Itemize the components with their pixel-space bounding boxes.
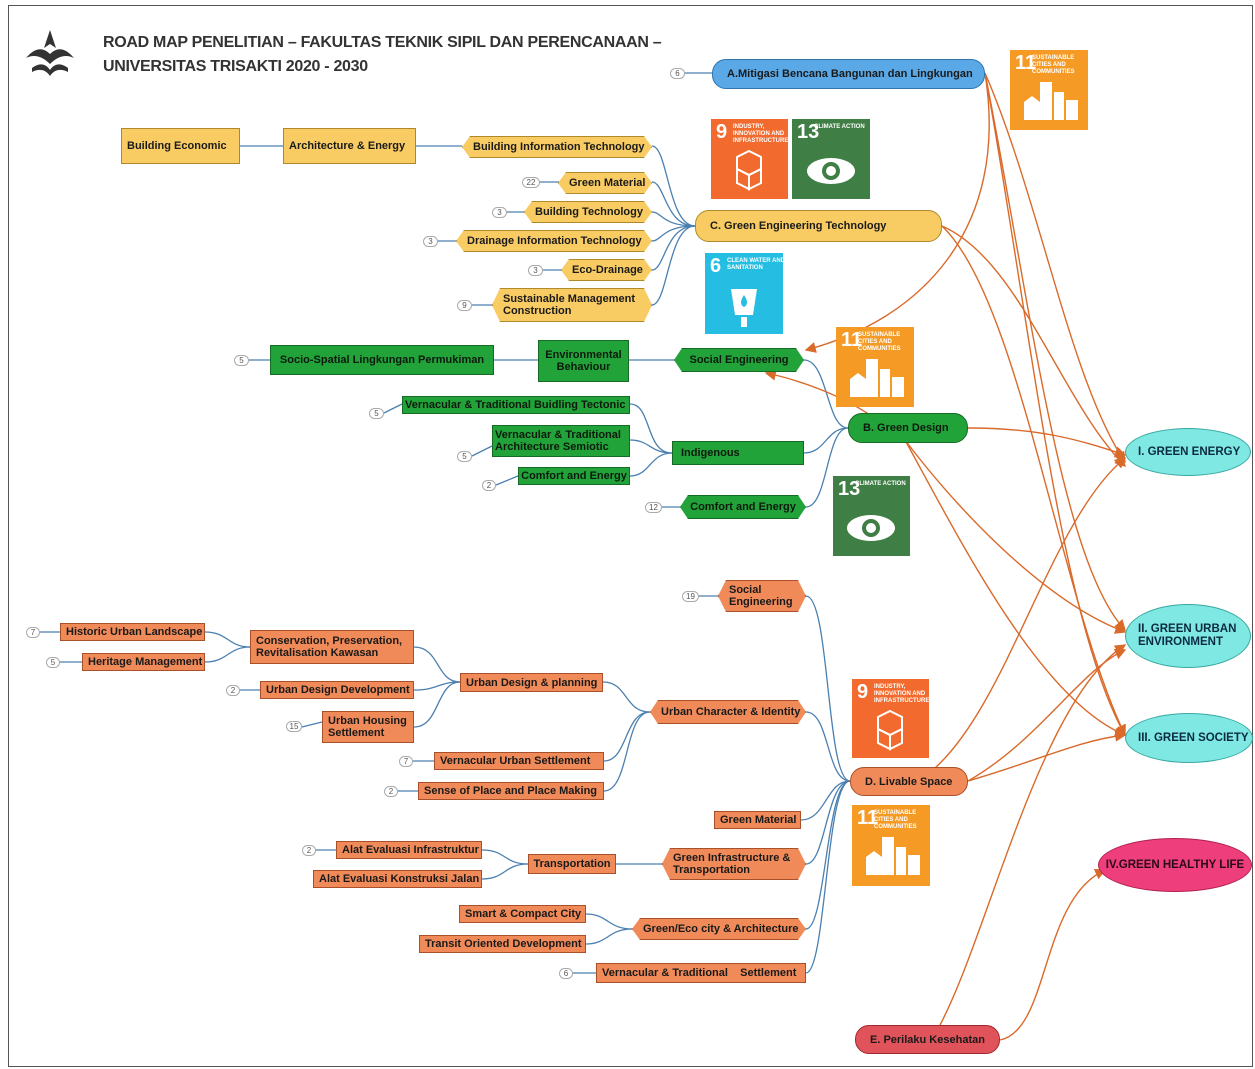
title-line-1: ROAD MAP PENELITIAN – FAKULTAS TEKNIK SI… — [103, 34, 662, 51]
count-badge: 6 — [670, 68, 685, 79]
node-transit-oriented-development[interactable]: Transit Oriented Development — [419, 935, 586, 953]
node-comfort-and-energy[interactable]: Comfort and Energy — [680, 495, 806, 519]
node-a-mitigasi-bencana[interactable]: A.Mitigasi Bencana Bangunan dan Lingkung… — [712, 59, 985, 89]
node-comfort-and-energy-small[interactable]: Comfort and Energy — [518, 467, 630, 485]
node-drainage-information-technology[interactable]: Drainage Information Technology — [456, 230, 652, 252]
count-badge: 5 — [457, 451, 472, 462]
count-badge: 9 — [457, 300, 472, 311]
node-building-information-technology[interactable]: Building Information Technology — [462, 136, 652, 158]
node-b-green-design[interactable]: B. Green Design — [848, 413, 968, 443]
node-urban-design-development[interactable]: Urban Design Development — [260, 681, 414, 699]
node-sustainable-management-construction[interactable]: Sustainable Management Construction — [492, 288, 652, 322]
title-line-2: UNIVERSITAS TRISAKTI 2020 - 2030 — [103, 58, 368, 75]
node-green-infrastructure-transportation[interactable]: Green Infrastructure & Transportation — [662, 848, 806, 880]
node-green-eco-city[interactable]: Green/Eco city & Architecture — [632, 918, 806, 940]
count-badge: 5 — [234, 355, 249, 366]
count-badge: 3 — [423, 236, 438, 247]
node-smart-compact-city[interactable]: Smart & Compact City — [459, 905, 586, 923]
node-alat-evaluasi-infrastruktur[interactable]: Alat Evaluasi Infrastruktur — [336, 841, 482, 859]
node-green-material-orange[interactable]: Green Material — [714, 811, 801, 829]
trisakti-logo — [26, 30, 74, 76]
node-urban-character-identity[interactable]: Urban Character & Identity — [650, 700, 806, 724]
count-badge: 22 — [522, 177, 540, 188]
count-badge: 15 — [286, 721, 302, 732]
count-badge: 2 — [482, 480, 496, 491]
node-conservation-preservation[interactable]: Conservation, Preservation, Revitalisati… — [250, 630, 414, 664]
count-badge: 2 — [226, 685, 240, 696]
node-alat-evaluasi-konstruksi-jalan[interactable]: Alat Evaluasi Konstruksi Jalan — [313, 870, 482, 888]
node-c-green-engineering-technology[interactable]: C. Green Engineering Technology — [695, 210, 942, 242]
node-building-technology[interactable]: Building Technology — [524, 201, 652, 223]
outcome-green-society[interactable]: III. GREEN SOCIETY — [1125, 713, 1253, 763]
count-badge: 19 — [682, 591, 699, 602]
node-indigenous[interactable]: Indigenous — [672, 441, 804, 465]
count-badge: 2 — [384, 786, 398, 797]
count-badge: 7 — [399, 756, 413, 767]
node-vernacular-traditional-settlement[interactable]: Vernacular & Traditional Settlement — [596, 963, 806, 983]
diagram-frame — [8, 5, 1253, 1067]
outcome-green-energy[interactable]: I. GREEN ENERGY — [1125, 428, 1251, 476]
node-vernacular-traditional-architecture-semiotic[interactable]: Vernacular & Traditional Architecture Se… — [492, 425, 630, 457]
node-green-material[interactable]: Green Material — [558, 172, 652, 194]
count-badge: 6 — [559, 968, 573, 979]
count-badge: 2 — [302, 845, 316, 856]
node-vernacular-traditional-building-tectonic[interactable]: Vernacular & Traditional Buidling Tecton… — [402, 396, 630, 414]
node-e-perilaku-kesehatan[interactable]: E. Perilaku Kesehatan — [855, 1025, 1000, 1054]
count-badge: 7 — [26, 627, 40, 638]
node-eco-drainage[interactable]: Eco-Drainage — [561, 259, 652, 281]
node-urban-design-planning[interactable]: Urban Design & planning — [460, 673, 603, 692]
count-badge: 3 — [492, 207, 507, 218]
count-badge: 5 — [46, 657, 60, 668]
node-sense-of-place[interactable]: Sense of Place and Place Making — [418, 782, 604, 800]
node-environmental-behaviour[interactable]: Environmental Behaviour — [538, 340, 629, 382]
node-transportation[interactable]: Transportation — [528, 854, 616, 874]
node-socio-spatial-lingkungan[interactable]: Socio-Spatial Lingkungan Permukiman — [270, 345, 494, 375]
node-heritage-management[interactable]: Heritage Management — [82, 653, 205, 671]
node-vernacular-urban-settlement[interactable]: Vernacular Urban Settlement — [434, 752, 604, 770]
node-social-engineering-orange[interactable]: Social Engineering — [718, 580, 806, 612]
node-urban-housing-settlement[interactable]: Urban Housing Settlement — [322, 711, 414, 743]
count-badge: 12 — [645, 502, 662, 513]
node-building-economic[interactable]: Building Economic — [121, 128, 240, 164]
outcome-green-urban-environment[interactable]: II. GREEN URBAN ENVIRONMENT — [1125, 604, 1251, 668]
count-badge: 3 — [528, 265, 543, 276]
blue-tree-lines — [40, 72, 851, 974]
node-social-engineering-green[interactable]: Social Engineering — [674, 348, 804, 372]
node-architecture-energy[interactable]: Architecture & Energy — [283, 128, 416, 164]
node-historic-urban-landscape[interactable]: Historic Urban Landscape — [60, 623, 205, 641]
outcome-green-healthy-life[interactable]: IV.GREEN HEALTHY LIFE — [1098, 838, 1252, 892]
node-d-livable-space[interactable]: D. Livable Space — [850, 767, 968, 796]
count-badge: 5 — [369, 408, 384, 419]
